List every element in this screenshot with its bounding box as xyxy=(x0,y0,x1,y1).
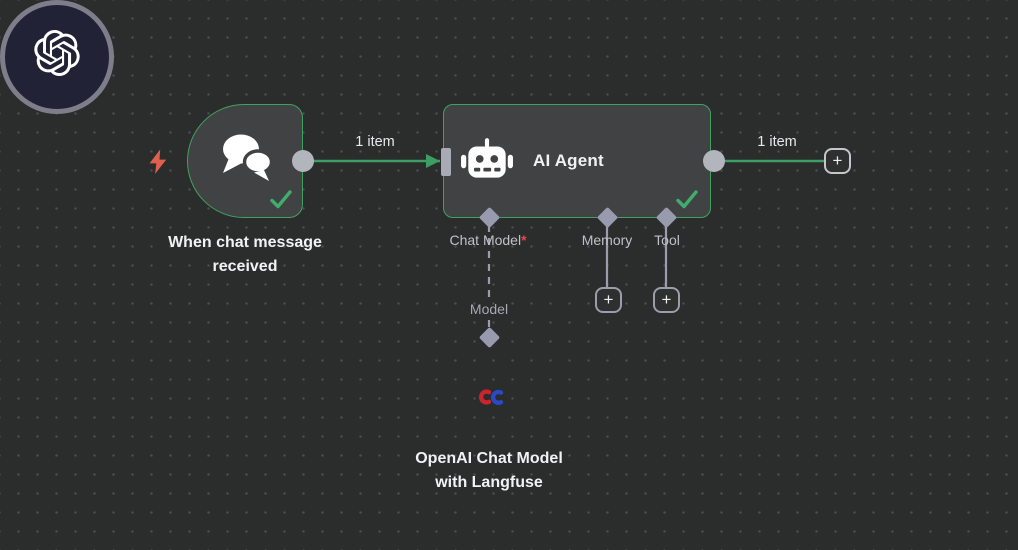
openai-icon xyxy=(34,30,80,76)
node-openai-chat-model[interactable] xyxy=(0,0,114,114)
node-label-trigger: When chat message received xyxy=(168,234,322,275)
connection-arrowhead-icon xyxy=(426,154,440,168)
memory-port-label: Memory xyxy=(581,232,633,248)
chat-model-port-label: Chat Model* xyxy=(449,232,527,248)
node-when-chat-message-received[interactable] xyxy=(187,104,303,218)
input-endpoint[interactable] xyxy=(441,148,451,176)
items-count-label: 1 item xyxy=(355,134,395,150)
tool-port-label: Tool xyxy=(654,232,680,248)
chat-bubbles-icon xyxy=(223,134,274,181)
add-memory-button[interactable]: + xyxy=(595,287,622,313)
zap-icon xyxy=(149,149,167,174)
add-tool-button[interactable]: + xyxy=(653,287,680,313)
success-check-icon xyxy=(270,190,292,209)
node-ai-agent[interactable]: AI Agent xyxy=(443,104,711,218)
add-next-node-button[interactable]: + xyxy=(824,148,851,174)
items-count-label: 1 item xyxy=(757,134,797,150)
required-marker: * xyxy=(521,232,527,248)
robot-icon xyxy=(461,138,513,178)
model-edge-label: Model xyxy=(469,301,509,317)
langfuse-overlay-icon xyxy=(478,389,504,405)
node-title: AI Agent xyxy=(533,151,604,170)
node-label-openai-model: OpenAI Chat Model with Langfuse xyxy=(415,450,563,491)
success-check-icon xyxy=(676,190,698,209)
output-endpoint[interactable] xyxy=(292,150,314,172)
output-endpoint[interactable] xyxy=(703,150,725,172)
